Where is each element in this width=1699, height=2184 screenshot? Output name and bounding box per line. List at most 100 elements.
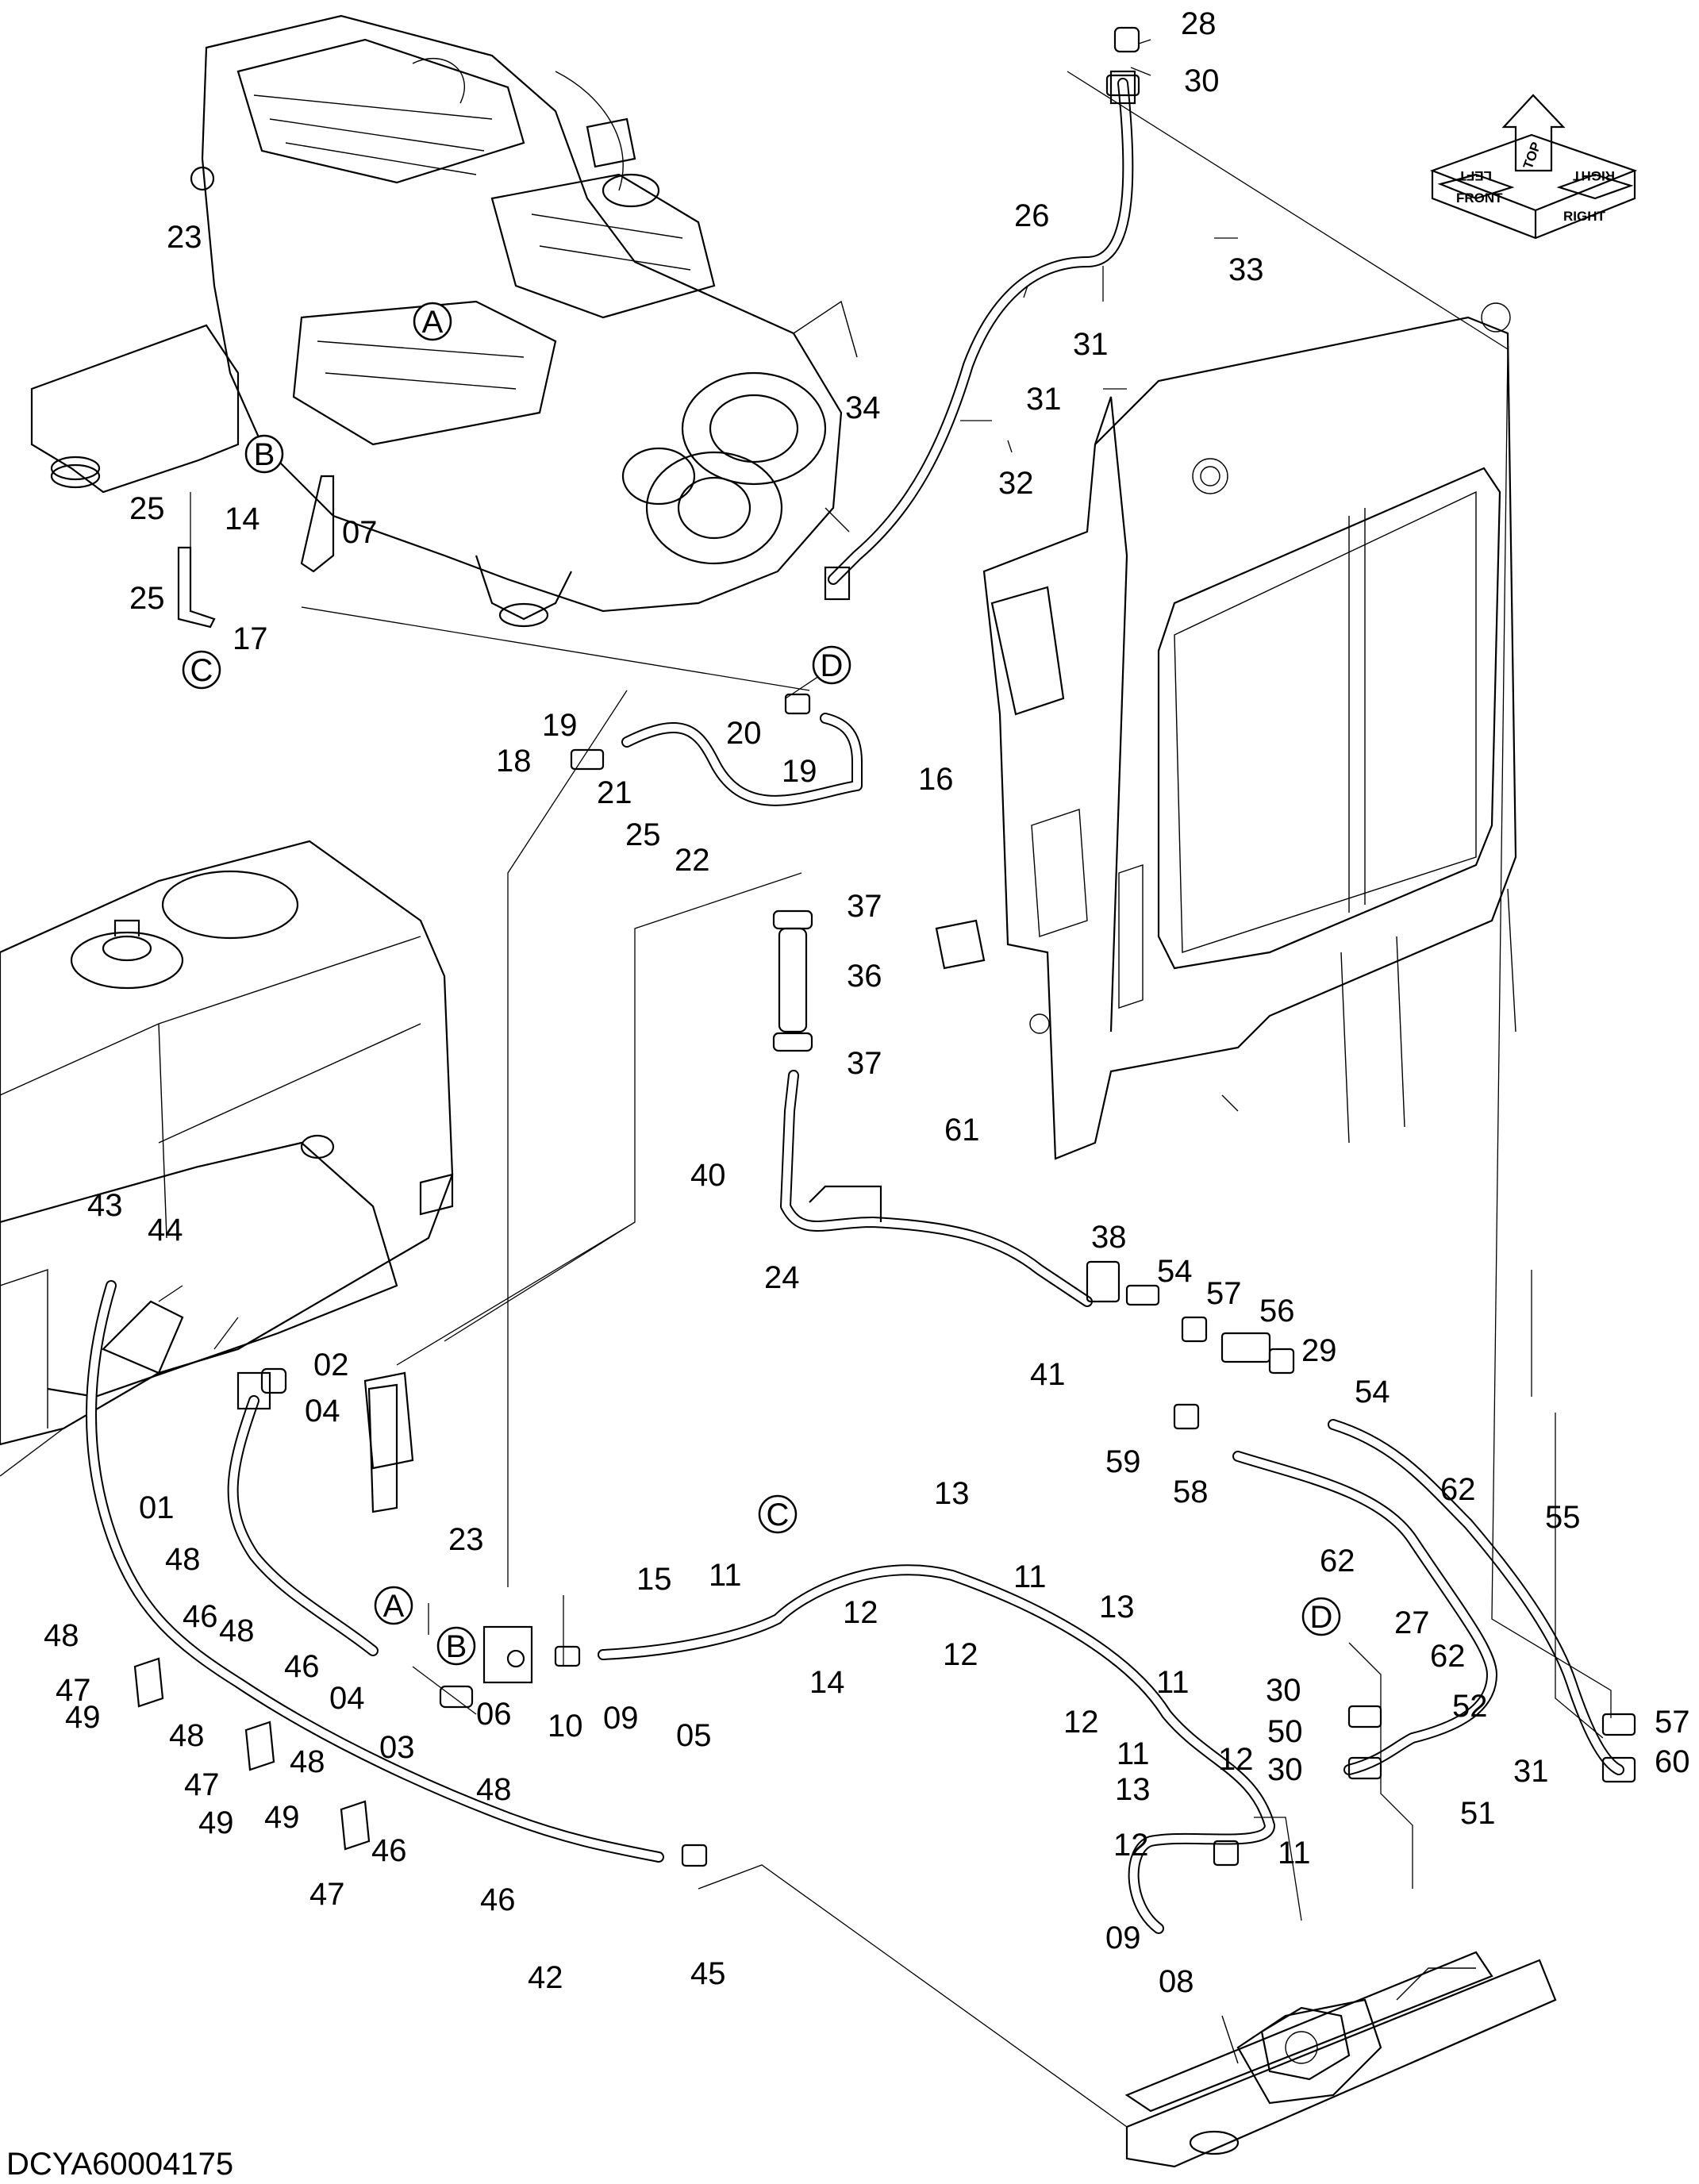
orientation-front-label: FRONT	[1456, 190, 1503, 206]
part-label: 42	[528, 1960, 563, 1995]
orientation-cube-icon: FRONT RIGHT TOP LEFT RIGHT	[1429, 94, 1638, 240]
part-label: 47	[309, 1877, 345, 1912]
part-label: 48	[169, 1718, 205, 1753]
part-label: 05	[676, 1718, 712, 1753]
part-label: 12	[1218, 1742, 1254, 1777]
callout-letter: A	[383, 1589, 405, 1624]
part-label: 46	[371, 1833, 407, 1868]
part-label: 48	[290, 1744, 325, 1779]
part-label: 46	[284, 1649, 320, 1684]
part-label: 06	[476, 1697, 512, 1732]
part-label: 47	[56, 1673, 91, 1708]
part-label: 32	[998, 466, 1034, 501]
part-label: 12	[843, 1595, 878, 1630]
part-label: 40	[690, 1158, 726, 1193]
part-label: 02	[313, 1348, 349, 1382]
callout-d-hose: D	[812, 645, 851, 685]
fittings	[260, 26, 1636, 1867]
part-label: 13	[934, 1476, 970, 1511]
part-label: 17	[233, 621, 268, 656]
part-label: 11	[1117, 1736, 1150, 1771]
part-label: 50	[1267, 1714, 1303, 1749]
part-label: 29	[1301, 1333, 1337, 1368]
part-label: 31	[1073, 327, 1109, 362]
part-label: 04	[329, 1681, 365, 1716]
engine-assembly	[30, 14, 858, 628]
part-label: 37	[847, 889, 882, 924]
part-label: 55	[1545, 1500, 1581, 1535]
part-label: 14	[225, 502, 260, 536]
part-label: 20	[726, 716, 762, 751]
callout-letter: B	[446, 1629, 467, 1664]
part-label: 16	[918, 762, 954, 797]
part-label: 46	[480, 1882, 516, 1917]
part-label: 37	[847, 1046, 882, 1081]
hose-26	[824, 70, 1136, 601]
part-label: 27	[1394, 1605, 1430, 1640]
part-label: 22	[675, 843, 710, 878]
part-label: 34	[845, 390, 881, 425]
leader-lines	[158, 39, 1612, 2128]
part-label: 57	[1655, 1705, 1690, 1740]
callout-letter: D	[1310, 1600, 1333, 1635]
part-label: 43	[87, 1188, 123, 1223]
callout-letter: B	[254, 437, 275, 472]
hose-36	[772, 909, 813, 1052]
part-label: 36	[847, 959, 882, 994]
callout-a-block: A	[374, 1586, 413, 1625]
part-label: 23	[167, 220, 202, 255]
part-label: 62	[1440, 1472, 1476, 1507]
part-label: 28	[1181, 6, 1217, 41]
part-label: 49	[198, 1805, 234, 1840]
callout-b-block: B	[436, 1626, 476, 1666]
orientation-right-label: RIGHT	[1563, 209, 1606, 224]
part-label: 51	[1460, 1796, 1496, 1831]
callout-c-hose: C	[758, 1494, 798, 1534]
part-label: 54	[1157, 1254, 1193, 1289]
part-label: 23	[448, 1522, 484, 1557]
part-label: 59	[1105, 1444, 1141, 1479]
hose-27	[1232, 1451, 1497, 1775]
part-label: 56	[1259, 1294, 1295, 1328]
part-label: 57	[1206, 1276, 1242, 1311]
part-label: 21	[597, 775, 632, 810]
part-label: 11	[1156, 1665, 1190, 1700]
part-label: 33	[1228, 252, 1264, 287]
hose-42	[86, 1280, 664, 1863]
callout-letter: D	[821, 648, 844, 683]
part-label: 52	[1452, 1689, 1488, 1724]
part-label: 07	[342, 515, 378, 550]
part-label: 25	[625, 817, 661, 852]
part-label: 48	[165, 1542, 201, 1577]
part-label: 24	[764, 1260, 800, 1295]
hose-05	[598, 1564, 1275, 1934]
orientation-top-label: TOP	[1520, 140, 1544, 171]
part-label: 13	[1115, 1772, 1151, 1807]
part-label: 26	[1014, 198, 1050, 233]
radiator-assembly	[935, 302, 1517, 1160]
part-label: 04	[305, 1394, 340, 1428]
part-label: 48	[219, 1613, 255, 1648]
part-label: 19	[782, 754, 817, 789]
part-label: 47	[184, 1767, 220, 1802]
drawing-code: DCYA60004175	[6, 2147, 233, 2182]
part-label: 15	[636, 1562, 672, 1597]
part-label: 49	[264, 1800, 300, 1835]
part-label: 30	[1184, 63, 1220, 98]
part-label: 62	[1320, 1544, 1355, 1578]
part-label: 45	[690, 1956, 726, 1991]
part-label: 25	[129, 581, 165, 616]
part-label: 11	[709, 1558, 742, 1593]
part-label: 48	[44, 1618, 79, 1653]
part-label: 11	[1278, 1836, 1311, 1871]
callout-c-bracket: C	[182, 650, 221, 690]
part-label: 30	[1266, 1673, 1301, 1708]
part-label: 58	[1173, 1475, 1209, 1509]
callout-letter: A	[422, 305, 444, 340]
hydraulic-tank	[0, 840, 454, 1477]
part-label: 54	[1355, 1375, 1390, 1409]
control-valve-assembly	[1124, 1951, 1557, 2168]
part-label: 62	[1430, 1639, 1466, 1674]
part-label: 09	[603, 1701, 639, 1736]
part-label: 19	[542, 708, 578, 743]
